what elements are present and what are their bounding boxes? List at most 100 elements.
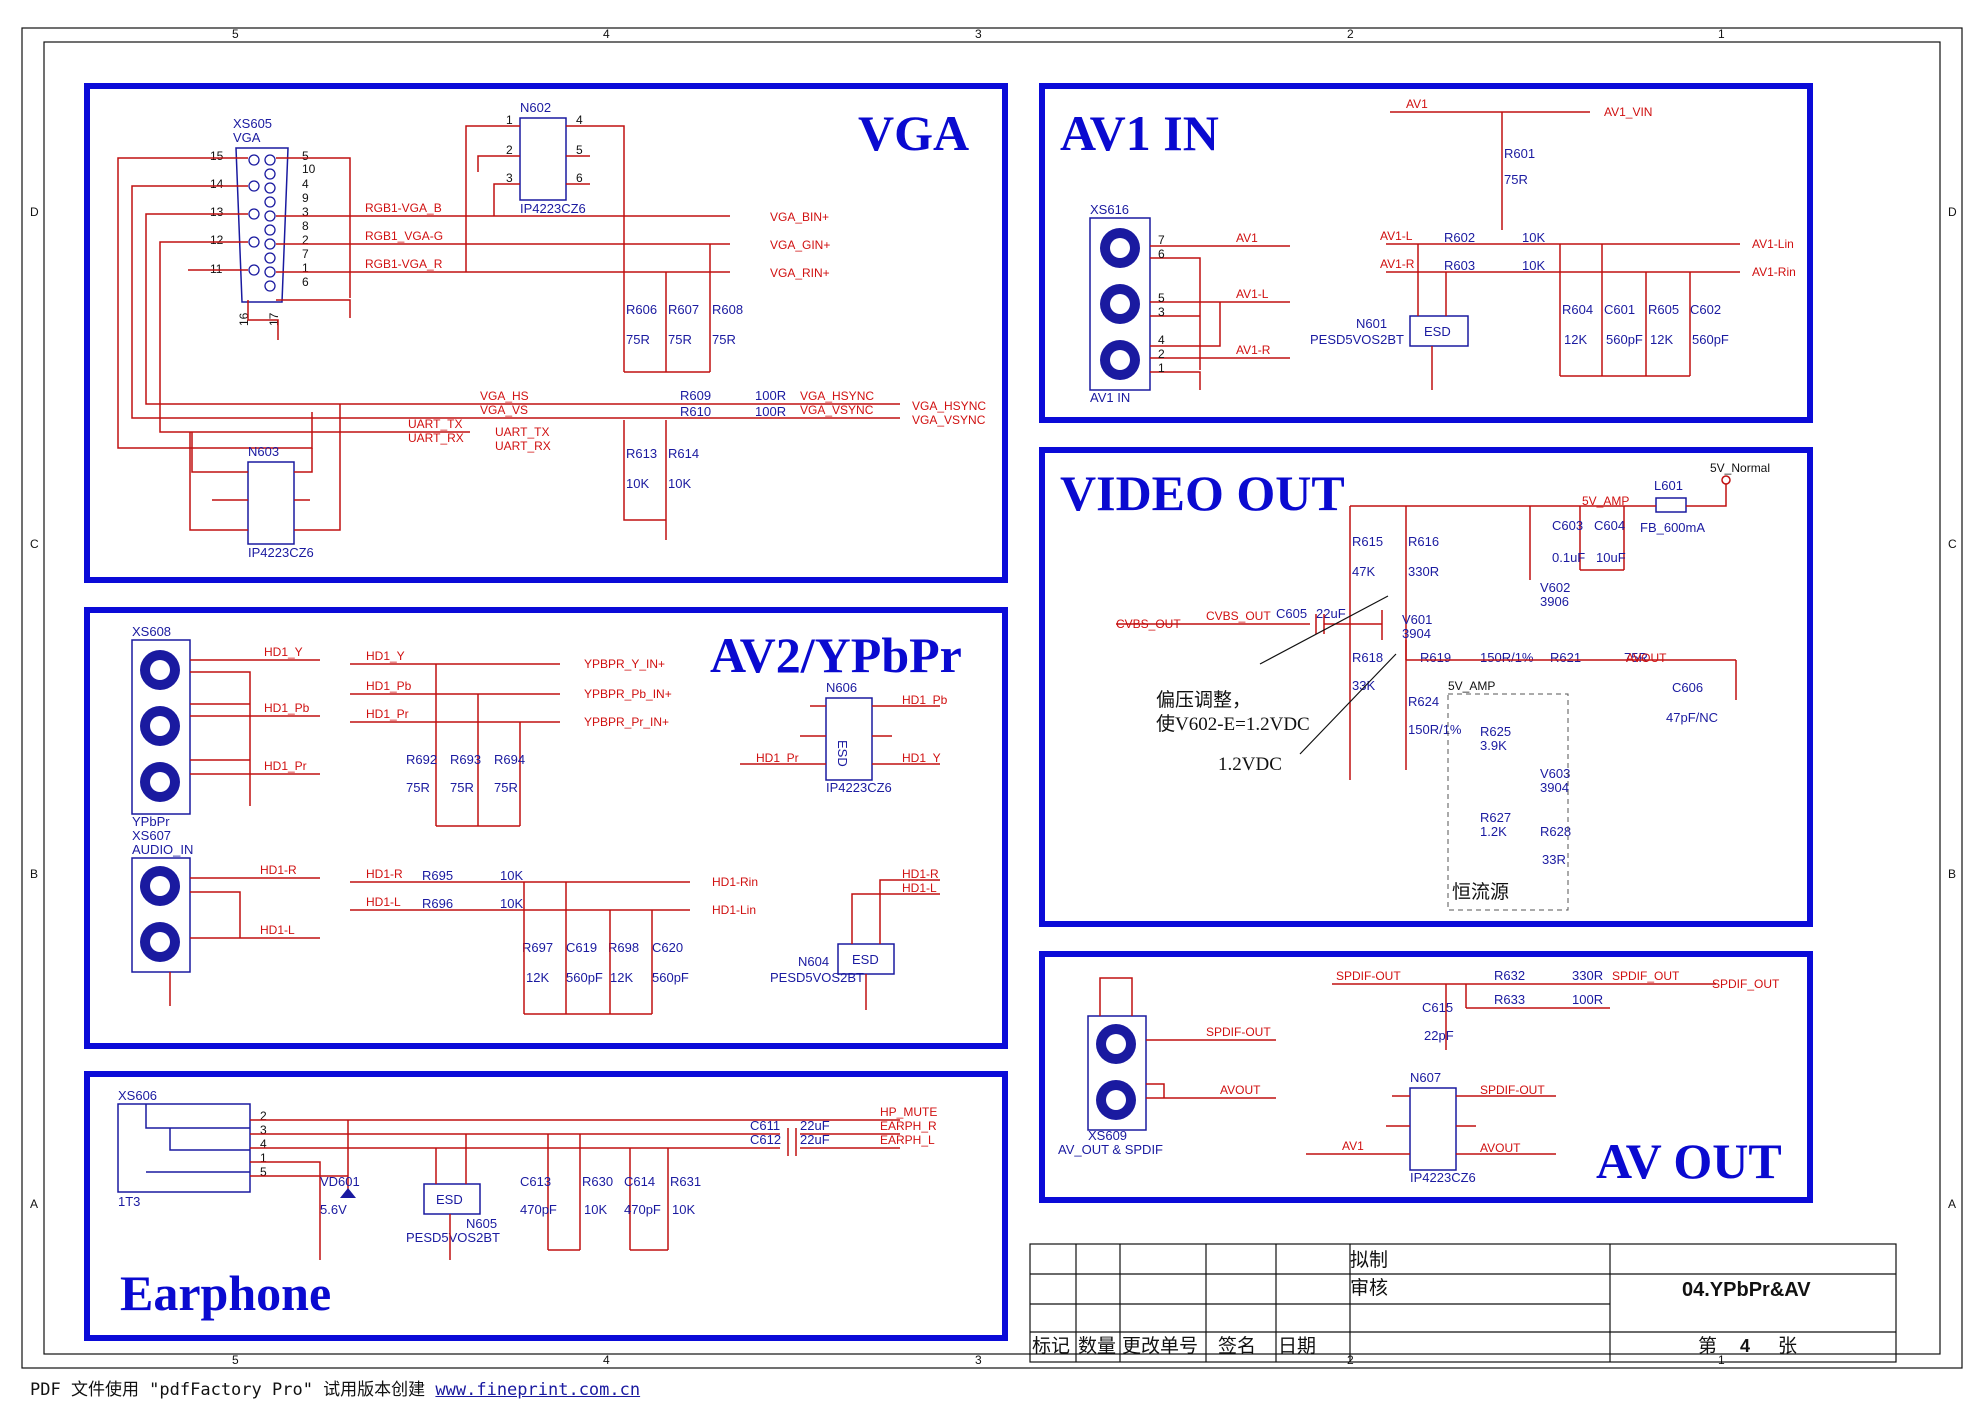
note-1v2: 1.2VDC [1218,754,1282,775]
n603-part: IP4223CZ6 [248,545,314,560]
vga-box [84,83,1008,583]
svg-text:3906: 3906 [1540,594,1569,609]
svg-text:C620: C620 [652,940,683,955]
pin-10: 10 [302,162,316,176]
svg-text:R621: R621 [1550,650,1581,665]
pin-14: 14 [210,177,224,191]
row-D-right: D [1948,205,1957,219]
pin-3: 3 [302,205,309,219]
svg-text:1.2K: 1.2K [1480,824,1507,839]
pin-6: 6 [302,275,309,289]
net-rgb-r: RGB1-VGA_R [365,257,443,271]
pin-16: 16 [237,312,251,326]
net-av1-3: AV1 [1342,1139,1364,1153]
net-rgb-g: RGB1_VGA-G [365,229,443,243]
svg-text:V603: V603 [1540,766,1570,781]
pin-7: 7 [302,247,309,261]
r610-val: 100R [755,404,786,419]
r606-val: 75R [626,332,650,347]
n604-ref: N604 [798,954,829,969]
col-2: 2 [1347,27,1354,41]
tb-col-change: 更改单号 [1122,1335,1198,1357]
av1-box [1039,83,1813,423]
svg-text:75R: 75R [1504,172,1528,187]
xs608-ref: XS608 [132,624,171,639]
earphone-pins: 2 3 4 1 5 [260,1109,267,1179]
net-av1-l: AV1-L [1236,287,1269,301]
net-av1-top: AV1 [1406,97,1428,111]
svg-text:2: 2 [506,143,513,157]
n606-ref: N606 [826,680,857,695]
av1-title: AV1 IN [1060,105,1219,161]
vga-connector-sub: VGA [233,130,261,145]
avout-box [1039,951,1813,1203]
r614-val: 10K [668,476,691,491]
svg-text:22uF: 22uF [800,1118,830,1133]
l601-ref: L601 [1654,478,1683,493]
svg-text:R604: R604 [1562,302,1593,317]
svg-text:5: 5 [1158,291,1165,305]
net-uart-rx: UART_RX [408,431,464,445]
r607: R607 [668,302,699,317]
svg-text:R603: R603 [1444,258,1475,273]
port-vga-vsync: VGA_VSYNC [912,413,986,427]
svg-text:10K: 10K [500,868,523,883]
xs609-ref: XS609 [1088,1128,1127,1143]
net-hd1-y-3: HD1_Y [902,751,941,765]
row-B: B [30,867,38,881]
svg-text:R697: R697 [522,940,553,955]
footer-link[interactable]: www.fineprint.com.cn [435,1380,641,1400]
svg-text:R616: R616 [1408,534,1439,549]
pin-2: 2 [302,233,309,247]
svg-text:12K: 12K [526,970,549,985]
svg-text:12K: 12K [610,970,633,985]
xs608-sub: YPbPr [132,814,170,829]
svg-text:R615: R615 [1352,534,1383,549]
footer-text: PDF 文件使用 "pdfFactory Pro" 试用版本创建 [30,1380,436,1400]
net-cvbs-out: CVBS_OUT [1206,609,1271,623]
svg-text:1: 1 [506,113,513,127]
vga-connector-body [235,147,289,303]
vga-pin-numbers: 15 14 13 12 11 5 10 4 9 3 8 2 7 1 6 16 1… [210,149,316,326]
svg-text:7: 7 [1158,233,1165,247]
svg-text:330R: 330R [1408,564,1439,579]
col-4: 4 [603,27,610,41]
svg-text:R632: R632 [1494,968,1525,983]
r608: R608 [712,302,743,317]
net-av1-l-2: AV1-L [1380,229,1413,243]
svg-text:C612: C612 [750,1132,781,1147]
r608-val: 75R [712,332,736,347]
earphone-box [84,1071,1008,1341]
net-hd1-pr-2: HD1_Pr [366,707,409,721]
vga-section: VGA XS605 VGA 15 14 13 12 11 5 10 4 9 3 … [84,83,1008,583]
n606-ic [825,697,873,781]
xs608-body [131,639,191,815]
net-hd1-r-3: HD1-L [902,881,937,895]
svg-text:47pF/NC: 47pF/NC [1666,710,1718,725]
outer-frame [21,27,1963,1369]
xs607-ref: XS607 [132,828,171,843]
port-earph-r: EARPH_R [880,1119,937,1133]
net-av1-r-2: AV1-R [1380,257,1415,271]
pin-5: 5 [302,149,309,163]
net-vga-hs: VGA_HS [480,389,529,403]
svg-text:V601: V601 [1402,612,1432,627]
svg-text:2: 2 [260,1109,267,1123]
tb-sheet-pre: 第 [1698,1335,1717,1357]
n602-ic [519,117,567,201]
n601-esd [1409,315,1469,347]
earphone-section: Earphone XS606 1T3 2 3 4 1 5 HP_MUTE EAR… [84,1071,1008,1341]
n603-ic [247,461,295,545]
net-avout-3: AVOUT [1480,1141,1521,1155]
svg-text:10K: 10K [1522,258,1545,273]
av1-section: AV1 IN XS616 AV1 IN 76 53 42 1 AV1 AV1-L… [1039,83,1813,423]
svg-text:R627: R627 [1480,810,1511,825]
svg-text:R602: R602 [1444,230,1475,245]
net-hd1-l: HD1-L [260,923,295,937]
n602-part: IP4223CZ6 [520,201,586,216]
svg-text:33R: 33R [1542,852,1566,867]
